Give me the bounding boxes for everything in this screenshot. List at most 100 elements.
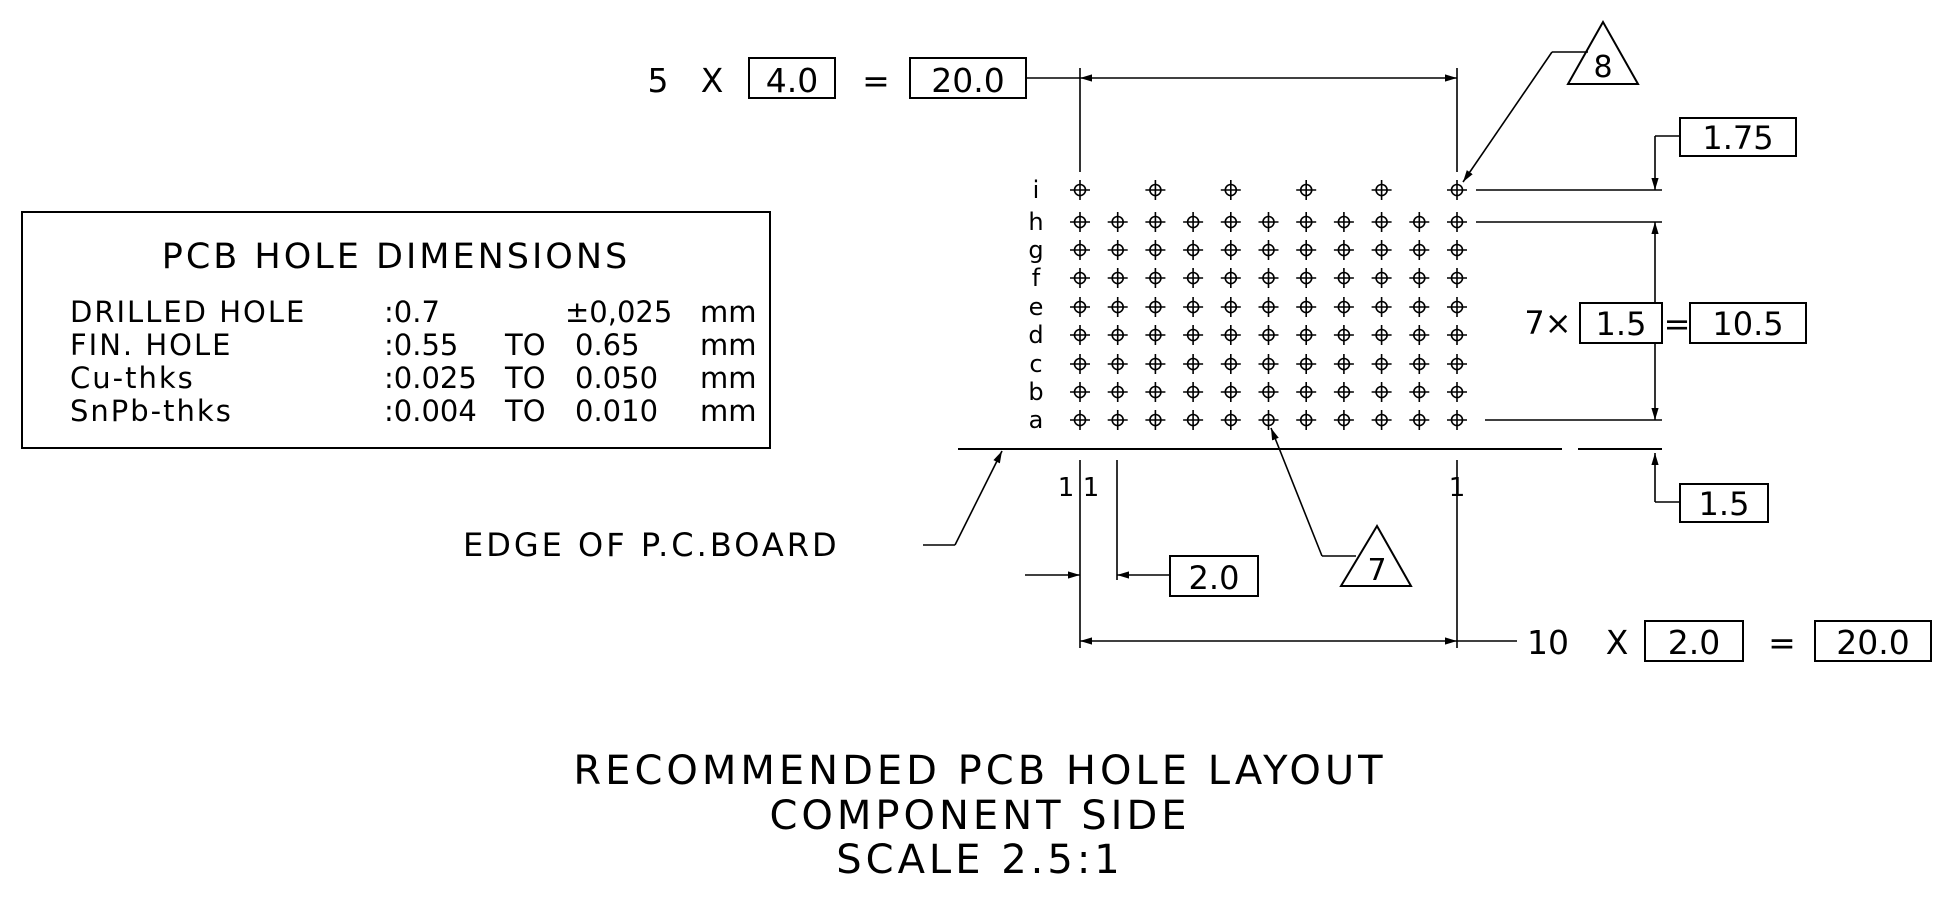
col-offset-value: 2.0 — [1189, 559, 1240, 597]
hole-h5 — [1220, 212, 1241, 232]
hole-h2 — [1107, 212, 1128, 232]
hole-e10 — [1409, 297, 1430, 317]
hole-f1 — [1070, 268, 1090, 288]
hole-e8 — [1333, 297, 1354, 317]
hole-a4 — [1183, 410, 1204, 430]
hole-d11 — [1447, 325, 1467, 345]
hole-c1 — [1070, 354, 1090, 374]
hole-d10 — [1409, 325, 1430, 345]
hole-h6 — [1258, 212, 1279, 232]
hole-g3 — [1145, 240, 1166, 260]
caption-subtitle: COMPONENT SIDE — [769, 793, 1190, 839]
bottom-total-box — [1814, 620, 1932, 662]
top-pitch-box — [748, 57, 836, 99]
hole-b7 — [1296, 382, 1317, 402]
right-total-box — [1689, 302, 1807, 344]
row-unit: mm — [700, 295, 757, 329]
hole-b1 — [1070, 382, 1090, 402]
table-row: SnPb-thks :0.004 TO 0.010 mm — [70, 394, 757, 428]
hole-a6 — [1258, 410, 1279, 430]
top-equals: = — [862, 61, 890, 100]
hole-g10 — [1409, 240, 1430, 260]
row-label: SnPb-thks — [70, 394, 233, 428]
hole-c9 — [1371, 354, 1392, 374]
bottom-count: 10 — [1527, 623, 1569, 662]
hole-a5 — [1220, 410, 1241, 430]
bottom-total: 20.0 — [1836, 623, 1909, 662]
table-row: DRILLED HOLE :0.7 ±0,025 mm — [70, 295, 757, 329]
hole-e6 — [1258, 297, 1279, 317]
hole-c2 — [1107, 354, 1128, 374]
hole-h3 — [1145, 212, 1166, 232]
right-equals: = — [1664, 305, 1691, 343]
col-offset-box — [1169, 555, 1259, 597]
note-7-number: 7 — [1367, 553, 1386, 588]
hole-i7 — [1296, 180, 1317, 200]
offset-1-75-dimension: 1.75 — [1476, 117, 1797, 223]
hole-b5 — [1220, 382, 1241, 402]
hole-f7 — [1296, 268, 1317, 288]
hole-c8 — [1333, 354, 1354, 374]
hole-a7 — [1296, 410, 1317, 430]
hole-b9 — [1371, 382, 1392, 402]
right-total: 10.5 — [1712, 305, 1783, 343]
row-value: :0.004 — [384, 394, 477, 428]
hole-e11 — [1447, 297, 1467, 317]
hole-a9 — [1371, 410, 1392, 430]
note-8-number: 8 — [1593, 50, 1612, 85]
right-count: 7× — [1524, 304, 1571, 342]
top-pitch-dimension: 5 X 4.0 = 20.0 — [648, 57, 1458, 172]
hole-e1 — [1070, 297, 1090, 317]
row-max: 0.050 — [575, 361, 658, 395]
hole-d1 — [1070, 325, 1090, 345]
hole-b11 — [1447, 382, 1467, 402]
offset-bottom-value: 1.5 — [1699, 485, 1750, 523]
row-label-a: a — [1029, 406, 1044, 434]
row-to: TO — [504, 328, 546, 362]
hole-f4 — [1183, 268, 1204, 288]
note-8-callout: 8 — [1462, 19, 1640, 183]
row-label: FIN. HOLE — [70, 328, 232, 362]
hole-h9 — [1371, 212, 1392, 232]
bottom-pitch-box — [1644, 620, 1744, 662]
hole-d3 — [1145, 325, 1166, 345]
hole-f5 — [1220, 268, 1241, 288]
hole-d8 — [1333, 325, 1354, 345]
hole-c5 — [1220, 354, 1241, 374]
leader-arrow — [1462, 51, 1553, 183]
hole-c7 — [1296, 354, 1317, 374]
bottom-x: X — [1606, 623, 1629, 662]
row-unit: mm — [700, 328, 757, 362]
hole-f8 — [1333, 268, 1354, 288]
table-title: PCB HOLE DIMENSIONS — [162, 237, 631, 277]
hole-a2 — [1107, 410, 1128, 430]
row-value: :0.55 — [384, 328, 458, 362]
row-label-c: c — [1029, 350, 1042, 378]
hole-c4 — [1183, 354, 1204, 374]
column-offset-dimension: 2.0 — [1025, 460, 1259, 648]
hole-f3 — [1145, 268, 1166, 288]
top-x: X — [701, 61, 724, 100]
hole-e7 — [1296, 297, 1317, 317]
hole-g1 — [1070, 240, 1090, 260]
hole-d7 — [1296, 325, 1317, 345]
top-total-box — [909, 57, 1027, 99]
table-row: Cu-thks :0.025 TO 0.050 mm — [70, 361, 757, 395]
hole-a10 — [1409, 410, 1430, 430]
caption-scale: SCALE 2.5:1 — [836, 837, 1124, 883]
hole-g5 — [1220, 240, 1241, 260]
row-value: :0.7 — [384, 295, 440, 329]
hole-i9 — [1371, 180, 1392, 200]
hole-b4 — [1183, 382, 1204, 402]
hole-a8 — [1333, 410, 1354, 430]
row-label-h: h — [1028, 208, 1043, 236]
hole-a1 — [1070, 410, 1090, 430]
hole-g7 — [1296, 240, 1317, 260]
pin1-left: 1 — [1058, 473, 1075, 503]
hole-c6 — [1258, 354, 1279, 374]
hole-i1 — [1070, 180, 1090, 200]
row-label: DRILLED HOLE — [70, 295, 306, 329]
hole-h7 — [1296, 212, 1317, 232]
note-triangle — [1566, 19, 1640, 85]
